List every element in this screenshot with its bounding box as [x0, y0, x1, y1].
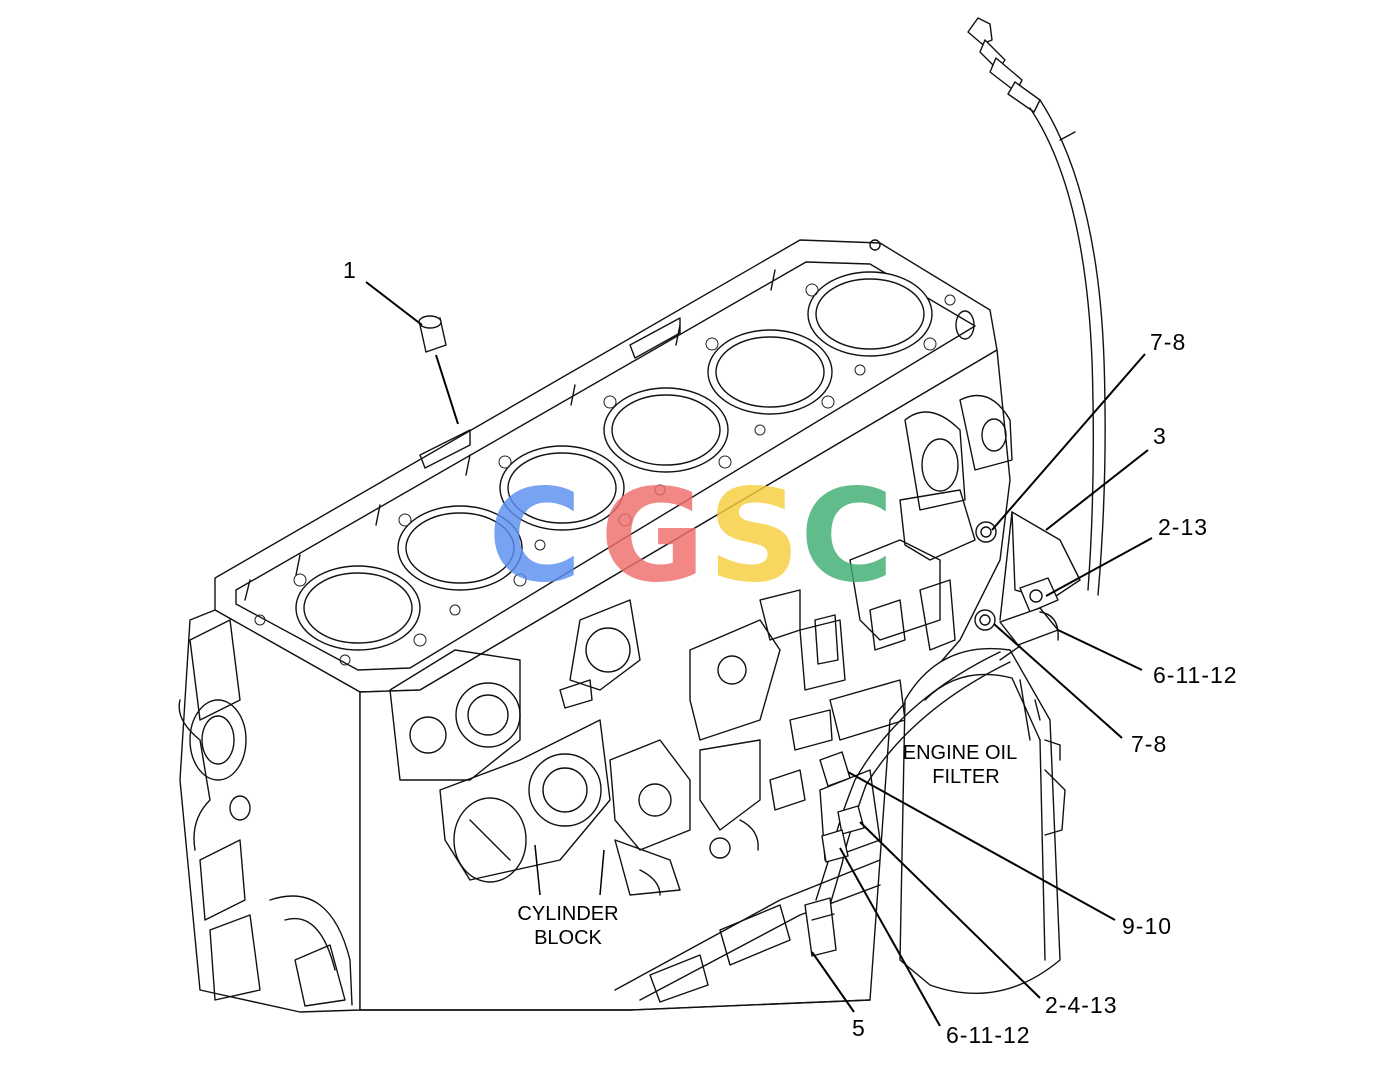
oil-filter-label-line2: FILTER: [932, 766, 999, 788]
callout-6-11-12-bottom: 6-11-12: [946, 1022, 1031, 1048]
oil-line: [804, 651, 1011, 957]
cgsc-watermark-logo: C G S C: [488, 462, 894, 611]
dowel-pin: [418, 315, 447, 353]
watermark-letter-s: S: [708, 462, 800, 611]
dipstick-assembly: [967, 17, 1106, 661]
watermark-letter-c2: C: [800, 462, 894, 611]
callout-7-8-top: 7-8: [1150, 329, 1186, 355]
oil-filter-label-line1: ENGINE OIL: [903, 742, 1017, 764]
callout-3: 3: [1153, 423, 1167, 449]
cylinder-block-label-line2: BLOCK: [534, 927, 602, 949]
cylinder-bores: [295, 271, 933, 651]
head-bolt-holes: [254, 283, 956, 666]
callout-6-11-12-right: 6-11-12: [1153, 662, 1238, 688]
callout-2-13: 2-13: [1158, 514, 1208, 540]
callout-9-10: 9-10: [1122, 913, 1172, 939]
callout-1: 1: [343, 257, 357, 283]
cylinder-block-label-line1: CYLINDER: [517, 903, 618, 925]
callout-2-4-13: 2-4-13: [1045, 992, 1117, 1018]
callout-5: 5: [852, 1015, 866, 1041]
callouts: 1 7-8 3 2-13 6-11-12 7-8 9-10 2-4-13 6-1…: [343, 257, 1238, 1048]
cylinder-block: CYLINDER BLOCK: [178, 239, 1013, 1013]
callout-7-8-bottom: 7-8: [1131, 731, 1167, 757]
leader-lines: [365, 281, 1153, 1027]
engine-oil-filter: ENGINE OIL FILTER: [899, 647, 1066, 994]
watermark-letter-g: G: [600, 462, 705, 611]
watermark-letter-c1: C: [488, 462, 582, 611]
